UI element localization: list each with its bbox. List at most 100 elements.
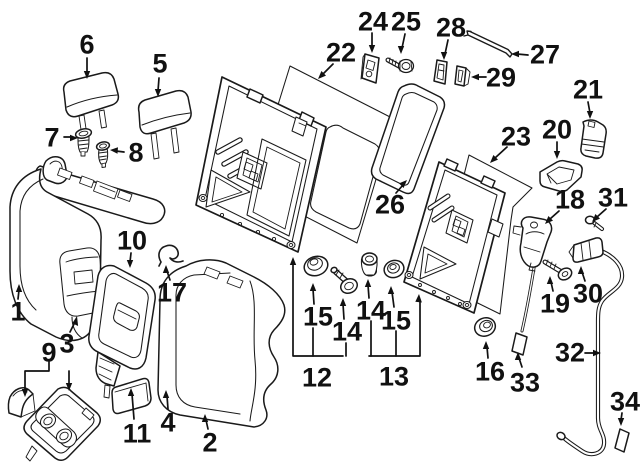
callout-6-label[interactable]: 6 [79, 30, 94, 60]
callout-20[interactable]: 20 [542, 115, 572, 160]
callout-14-b[interactable]: 14 [356, 279, 386, 326]
callout-14a-label[interactable]: 14 [332, 317, 362, 347]
callout-17[interactable]: 17 [157, 265, 187, 308]
part-21-latch-knob [580, 119, 607, 159]
callout-13-label[interactable]: 13 [379, 362, 409, 392]
callout-30-label[interactable]: 30 [573, 279, 603, 309]
callout-10-label[interactable]: 10 [117, 226, 147, 256]
part-9-cupholder [7, 386, 101, 462]
callout-34[interactable]: 34 [610, 387, 640, 427]
callout-7[interactable]: 7 [44, 123, 78, 153]
part-8-guide [95, 141, 111, 168]
callout-9-label[interactable]: 9 [41, 338, 56, 368]
callout-15a-label[interactable]: 15 [303, 302, 333, 332]
part-16-grommet [473, 317, 497, 337]
callout-2-label[interactable]: 2 [202, 428, 217, 458]
callout-18[interactable]: 18 [545, 185, 585, 225]
callout-16-label[interactable]: 16 [475, 357, 505, 387]
callout-15-b[interactable]: 15 [381, 286, 411, 336]
part-31-pin [584, 215, 604, 231]
part-15-bushing-a [303, 255, 329, 277]
part-10-armrest [88, 264, 156, 399]
callout-13-group[interactable]: 13 [368, 294, 422, 392]
callout-6[interactable]: 6 [79, 30, 95, 80]
callout-10[interactable]: 10 [117, 226, 147, 269]
callout-15b-label[interactable]: 15 [381, 306, 411, 336]
callout-9[interactable]: 9 [21, 338, 73, 398]
part-26-hatch-frame [370, 83, 446, 195]
callout-12-group[interactable]: 12 [289, 257, 347, 393]
callout-14-a[interactable]: 14 [332, 298, 362, 347]
callout-14b-label[interactable]: 14 [356, 296, 386, 326]
callout-32-label[interactable]: 32 [555, 338, 585, 368]
callout-26-label[interactable]: 26 [375, 190, 405, 220]
callout-21-label[interactable]: 21 [573, 75, 603, 105]
callout-27[interactable]: 27 [511, 40, 560, 70]
part-18-latch [512, 216, 553, 272]
callout-21[interactable]: 21 [573, 75, 603, 120]
callout-2[interactable]: 2 [201, 414, 218, 458]
callout-18-label[interactable]: 18 [555, 185, 585, 215]
callout-4[interactable]: 4 [160, 390, 176, 438]
callout-3-label[interactable]: 3 [59, 329, 74, 359]
callout-25[interactable]: 25 [391, 7, 421, 55]
callout-24-label[interactable]: 24 [358, 7, 388, 37]
callout-23-label[interactable]: 23 [501, 122, 531, 152]
callout-31-label[interactable]: 31 [598, 183, 628, 213]
callout-11-label[interactable]: 11 [123, 419, 152, 449]
part-5-headrest [137, 89, 192, 160]
callout-7-label[interactable]: 7 [44, 123, 59, 153]
callout-4-label[interactable]: 4 [160, 408, 175, 438]
part-15-bushing-c [383, 259, 405, 279]
callout-27-label[interactable]: 27 [530, 40, 560, 70]
part-33-short-cable [511, 260, 537, 356]
callout-32[interactable]: 32 [555, 338, 601, 368]
part-29-clip [454, 65, 471, 87]
callout-28[interactable]: 28 [436, 13, 466, 61]
callout-19[interactable]: 19 [540, 276, 570, 319]
part-20-bezel [539, 159, 583, 193]
callout-8-label[interactable]: 8 [128, 138, 143, 168]
part-2-seat-back-right [157, 259, 286, 428]
callout-28-label[interactable]: 28 [436, 13, 466, 43]
callout-33[interactable]: 33 [510, 352, 540, 398]
callout-20-label[interactable]: 20 [542, 115, 572, 145]
part-14-bolt-a [330, 266, 359, 295]
part-12-frame-left [195, 76, 327, 253]
callout-1-label[interactable]: 1 [10, 297, 25, 327]
callout-5-label[interactable]: 5 [152, 49, 167, 79]
part-34-cable-tag [614, 428, 630, 453]
part-19-pivot-bolt [542, 259, 573, 281]
part-25-bolt [385, 57, 415, 74]
callout-22-label[interactable]: 22 [326, 38, 356, 68]
callout-29[interactable]: 29 [471, 63, 516, 93]
callout-31[interactable]: 31 [592, 183, 628, 223]
part-6-headrest [62, 71, 120, 134]
callout-8[interactable]: 8 [110, 138, 144, 168]
part-24-bracket [360, 53, 380, 84]
callout-24[interactable]: 24 [358, 7, 388, 54]
callout-1[interactable]: 1 [10, 284, 26, 327]
callout-3[interactable]: 3 [59, 316, 79, 359]
callout-16[interactable]: 16 [475, 341, 505, 387]
callout-15-a[interactable]: 15 [303, 283, 333, 332]
callout-17-label[interactable]: 17 [157, 278, 187, 308]
callout-22[interactable]: 22 [318, 38, 356, 80]
part-17-hook [158, 244, 184, 267]
callout-11[interactable]: 11 [123, 388, 152, 449]
callout-29-label[interactable]: 29 [486, 63, 516, 93]
part-7-guide [74, 128, 93, 157]
callout-34-label[interactable]: 34 [610, 387, 640, 417]
callout-5[interactable]: 5 [152, 49, 168, 98]
part-27-rod [463, 30, 513, 58]
part-1-seat-back-left [9, 156, 166, 342]
callout-12-label[interactable]: 12 [302, 363, 332, 393]
callout-26[interactable]: 26 [375, 180, 407, 220]
callout-23[interactable]: 23 [490, 122, 531, 164]
callout-30[interactable]: 30 [573, 266, 603, 309]
callout-19-label[interactable]: 19 [540, 289, 570, 319]
callout-25-label[interactable]: 25 [391, 7, 421, 37]
callout-33-label[interactable]: 33 [510, 368, 540, 398]
